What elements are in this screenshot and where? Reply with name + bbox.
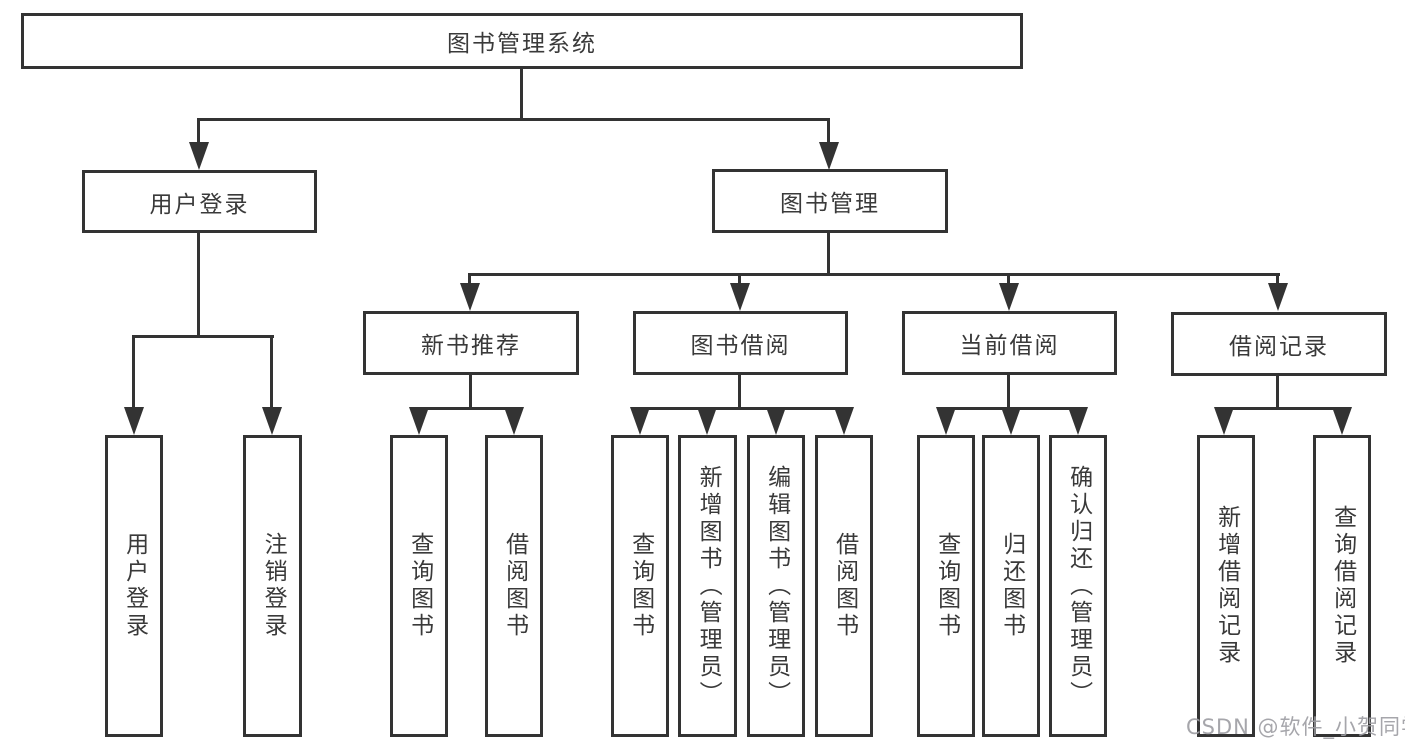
leaf-query-books-recommend: 查询图书 [390, 435, 448, 737]
connector-line [132, 335, 274, 338]
arrow-down-icon [262, 407, 282, 435]
leaf-borrow-books-recommend: 借阅图书 [485, 435, 543, 737]
arrow-down-icon [936, 407, 956, 435]
node-label: 用户登录 [121, 532, 148, 640]
node-label: 新书推荐 [421, 333, 521, 359]
connector-line [827, 233, 830, 273]
arrow-down-icon [1068, 407, 1088, 435]
node-borrow-records: 借阅记录 [1171, 312, 1387, 376]
arrow-down-icon [124, 407, 144, 435]
leaf-edit-book-admin: 编辑图书（管理员） [747, 435, 805, 737]
node-library-system: 图书管理系统 [21, 13, 1023, 69]
node-user-login: 用户登录 [82, 170, 317, 233]
node-label: 图书管理 [780, 191, 880, 217]
node-label: 注销登录 [260, 532, 287, 640]
connector-line [1276, 375, 1279, 407]
connector-line [197, 118, 830, 121]
leaf-logout-login: 注销登录 [243, 435, 302, 737]
node-label: 查询图书 [406, 532, 433, 640]
node-label: 图书管理系统 [447, 31, 597, 57]
node-label: 查询图书 [627, 532, 654, 640]
arrow-down-icon [1268, 283, 1288, 311]
arrow-down-icon [999, 283, 1019, 311]
node-book-management: 图书管理 [712, 169, 948, 233]
arrow-down-icon [409, 407, 429, 435]
node-label: 用户登录 [149, 191, 250, 218]
arrow-down-icon [834, 407, 854, 435]
node-new-book-recommend: 新书推荐 [363, 311, 579, 375]
node-label: 新增图书（管理员） [695, 464, 722, 708]
arrow-down-icon [1214, 407, 1234, 435]
node-current-borrow: 当前借阅 [902, 311, 1117, 375]
connector-line [468, 273, 471, 285]
node-label: 新增借阅记录 [1213, 505, 1240, 667]
node-label: 归还图书 [998, 532, 1025, 640]
leaf-confirm-return-admin: 确认归还（管理员） [1049, 435, 1107, 737]
arrow-down-icon [1001, 407, 1021, 435]
connector-line [197, 118, 200, 144]
node-label: 借阅图书 [831, 532, 858, 640]
watermark: CSDN @软件_小贺同学 [1186, 715, 1405, 739]
node-label: 借阅记录 [1229, 334, 1329, 360]
connector-line [738, 375, 741, 407]
node-label: 借阅图书 [501, 532, 528, 640]
arrow-down-icon [504, 407, 524, 435]
connector-line [1222, 407, 1344, 410]
connector-line [827, 118, 830, 144]
connector-line [468, 273, 1280, 276]
leaf-add-borrow-record: 新增借阅记录 [1197, 435, 1255, 737]
node-label: 图书借阅 [690, 333, 791, 359]
node-label: 查询图书 [933, 532, 960, 640]
connector-line [1007, 375, 1010, 407]
node-label: 当前借阅 [959, 333, 1060, 359]
arrow-down-icon [697, 407, 717, 435]
connector-line [738, 273, 741, 285]
arrow-down-icon [819, 142, 839, 170]
leaf-borrow-books: 借阅图书 [815, 435, 873, 737]
leaf-query-books-current: 查询图书 [917, 435, 975, 737]
node-label: 查询借阅记录 [1329, 505, 1356, 667]
connector-line [132, 335, 135, 408]
connector-line [638, 407, 846, 410]
arrow-down-icon [730, 283, 750, 311]
connector-line [417, 407, 517, 410]
connector-line [197, 233, 200, 335]
connector-line [469, 375, 472, 407]
node-book-borrow: 图书借阅 [633, 311, 848, 375]
arrow-down-icon [630, 407, 650, 435]
leaf-return-book: 归还图书 [982, 435, 1040, 737]
arrow-down-icon [189, 142, 209, 170]
leaf-user-login: 用户登录 [105, 435, 163, 737]
leaf-add-book-admin: 新增图书（管理员） [678, 435, 737, 737]
connector-line [270, 335, 273, 408]
arrow-down-icon [1332, 407, 1352, 435]
node-label: 确认归还（管理员） [1065, 464, 1092, 708]
leaf-query-books-borrow: 查询图书 [611, 435, 669, 737]
connector-line [520, 69, 523, 118]
arrow-down-icon [766, 407, 786, 435]
connector-line [1007, 273, 1010, 285]
leaf-query-borrow-record: 查询借阅记录 [1313, 435, 1371, 737]
arrow-down-icon [460, 283, 480, 311]
node-label: 编辑图书（管理员） [763, 464, 790, 708]
connector-line [1276, 273, 1279, 285]
